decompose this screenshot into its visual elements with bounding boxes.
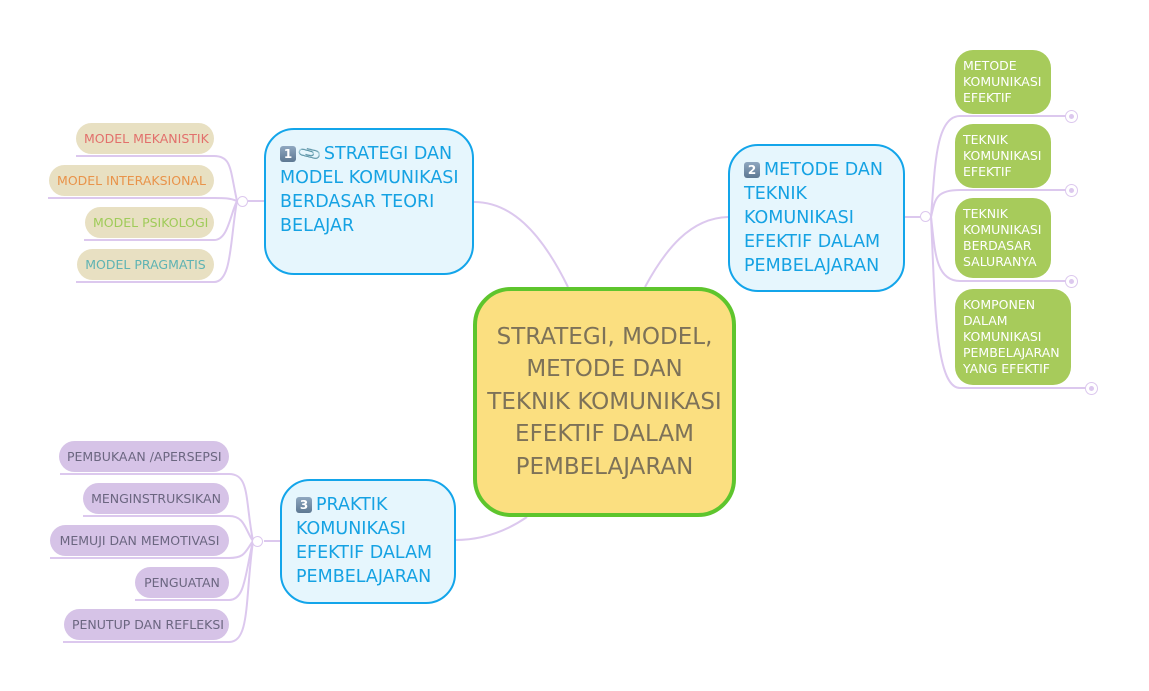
topic-metode-komunikasi-efektif[interactable]: METODE KOMUNIKASI EFEKTIF [955, 50, 1051, 114]
central-topic-text: STRATEGI, MODEL, METODE DAN TEKNIK KOMUN… [487, 323, 722, 480]
topic-model-psikologi[interactable]: MODEL PSIKOLOGI [85, 207, 214, 238]
collapse-toggle[interactable] [1065, 110, 1078, 123]
branch-title: METODE DAN TEKNIK KOMUNIKASI EFEKTIF DAL… [744, 160, 883, 276]
collapse-toggle[interactable] [1065, 184, 1078, 197]
topic-menginstruksikan[interactable]: MENGINSTRUKSIKAN [83, 483, 229, 514]
branch-hub[interactable] [237, 196, 248, 207]
branch-strategi-model[interactable]: 1📎STRATEGI DAN MODEL KOMUNIKASI BERDASAR… [264, 128, 474, 275]
topic-penguatan[interactable]: PENGUATAN [135, 567, 229, 598]
collapse-toggle[interactable] [1065, 275, 1078, 288]
branch-title: STRATEGI DAN MODEL KOMUNIKASI BERDASAR T… [280, 144, 459, 236]
number-three-icon: 3 [296, 497, 312, 513]
topic-komponen-komunikasi[interactable]: KOMPONEN DALAM KOMUNIKASI PEMBELAJARAN Y… [955, 289, 1071, 385]
topic-memuji-memotivasi[interactable]: MEMUJI DAN MEMOTIVASI [50, 525, 229, 556]
number-two-icon: 2 [744, 162, 760, 178]
branch-hub[interactable] [920, 211, 931, 222]
branch-title: PRAKTIK KOMUNIKASI EFEKTIF DALAM PEMBELA… [296, 495, 433, 587]
topic-teknik-berdasar-saluran[interactable]: TEKNIK KOMUNIKASI BERDASAR SALURANYA [955, 198, 1051, 278]
collapse-toggle[interactable] [1085, 382, 1098, 395]
topic-model-pragmatis[interactable]: MODEL PRAGMATIS [77, 249, 214, 280]
central-topic[interactable]: STRATEGI, MODEL, METODE DAN TEKNIK KOMUN… [473, 287, 736, 517]
number-one-icon: 1 [280, 146, 296, 162]
topic-penutup-refleksi[interactable]: PENUTUP DAN REFLEKSI [64, 609, 229, 640]
topic-teknik-komunikasi-efektif[interactable]: TEKNIK KOMUNIKASI EFEKTIF [955, 124, 1051, 188]
topic-model-mekanistik[interactable]: MODEL MEKANISTIK [76, 123, 214, 154]
branch-hub[interactable] [252, 536, 263, 547]
paperclip-icon: 📎 [296, 140, 324, 168]
topic-pembukaan-apersepsi[interactable]: PEMBUKAAN /APERSEPSI [59, 441, 229, 472]
topic-model-interaksional[interactable]: MODEL INTERAKSIONAL [49, 165, 214, 196]
